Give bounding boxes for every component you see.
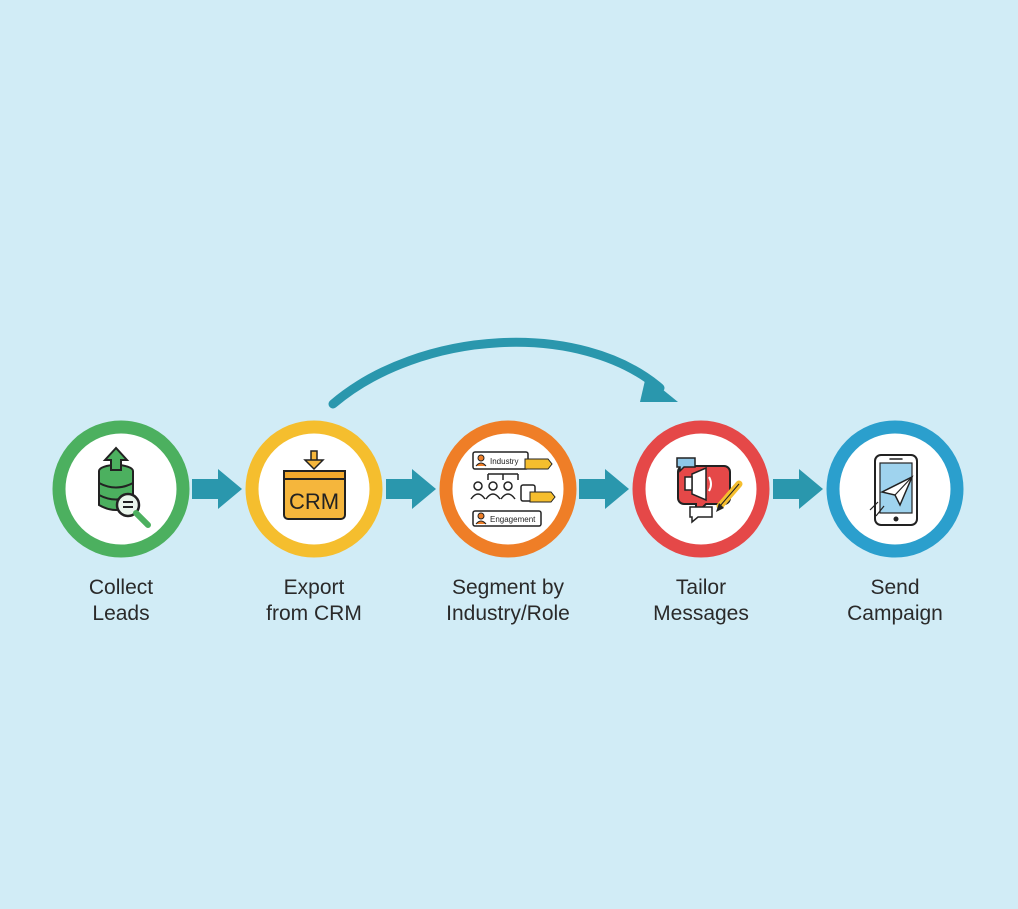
skip-arrow-head (640, 376, 678, 402)
step-segment: Industry Engagement (439, 420, 577, 558)
step-label-line: Messages (653, 602, 749, 625)
step-label-line: Segment by (451, 576, 565, 599)
connector-arrow-2 (386, 469, 436, 509)
database-search-icon (98, 446, 151, 528)
step-label-line: Tailor (675, 576, 727, 599)
step-collect-leads (52, 420, 190, 558)
step-label-line: Collect (88, 576, 154, 599)
step-label-segment: Segment by Industry/Role (413, 575, 603, 627)
step-label-send-campaign: Send Campaign (800, 575, 990, 627)
step-export-crm: CRM (245, 420, 383, 558)
step-label-line: Campaign (847, 602, 943, 625)
connector-arrow-3 (579, 469, 629, 509)
step-label-line: from CRM (266, 602, 362, 625)
engagement-tag: Engagement (490, 515, 536, 524)
step-tailor-messages (632, 420, 770, 558)
step-label-line: Industry/Role (446, 602, 570, 625)
step-label-line: Export (283, 576, 345, 599)
skip-arrow (328, 337, 665, 409)
step-label-export-crm: Export from CRM (219, 575, 409, 627)
step-send-campaign (826, 420, 964, 558)
step-label-line: Send (870, 576, 920, 599)
megaphone-message-icon (676, 457, 743, 524)
crm-icon-text: CRM (289, 489, 339, 514)
step-label-tailor-messages: Tailor Messages (606, 575, 796, 627)
phone-send-icon (869, 454, 918, 526)
step-label-collect-leads: Collect Leads (26, 575, 216, 627)
industry-tag: Industry (490, 457, 518, 466)
connector-arrow-4 (773, 469, 823, 509)
segmentation-icon: Industry Engagement (470, 451, 556, 527)
connector-arrow-1 (192, 469, 242, 509)
step-label-line: Leads (92, 602, 150, 625)
crm-export-icon: CRM (283, 450, 346, 520)
